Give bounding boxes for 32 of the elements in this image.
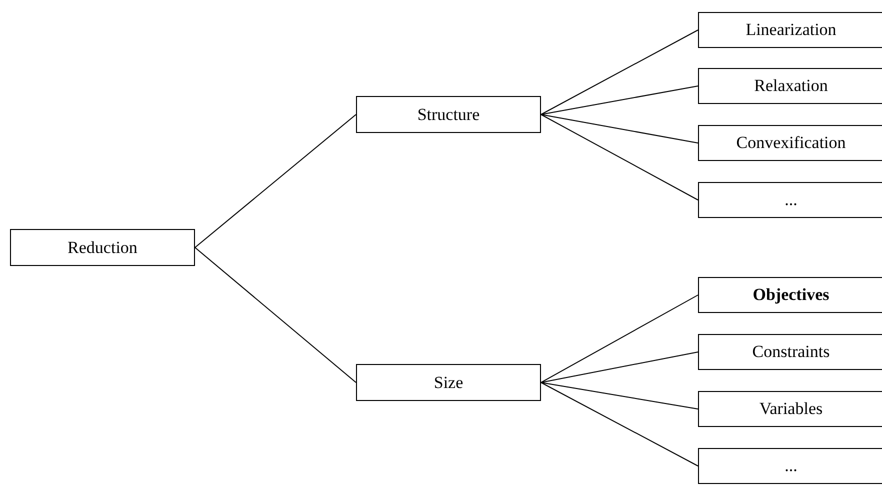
connector-line	[540, 114, 698, 144]
category-box	[10, 229, 195, 266]
connector-line	[540, 114, 698, 200]
node-label: Variables	[758, 399, 824, 419]
connector-line	[194, 247, 356, 383]
node-label: Objectives	[752, 285, 830, 305]
node-label: Structure	[417, 104, 480, 124]
connector-line	[540, 294, 698, 383]
leaf-box	[698, 68, 882, 104]
connector-line	[540, 382, 698, 466]
leaf-box	[698, 125, 882, 161]
category-box	[356, 96, 541, 133]
node-label: ...	[784, 190, 798, 210]
node-label: Reduction	[68, 238, 138, 258]
connector-line	[194, 114, 356, 248]
connector-line	[540, 30, 698, 115]
node-label: Linearization	[744, 20, 838, 40]
leaf-box	[698, 277, 882, 313]
leaf-box	[698, 12, 882, 48]
connector-line	[540, 86, 698, 115]
category-box	[356, 364, 541, 401]
node-label: Size	[434, 372, 464, 392]
node-label: Relaxation	[753, 76, 829, 96]
leaf-box	[698, 334, 882, 370]
node-label: ...	[784, 456, 798, 476]
node-label: Convexification	[735, 133, 847, 153]
connector-line	[540, 382, 698, 410]
leaf-box	[698, 448, 882, 484]
connector-line	[540, 352, 698, 383]
leaf-box	[698, 391, 882, 427]
leaf-box	[698, 182, 882, 218]
node-label: Constraints	[751, 342, 831, 362]
